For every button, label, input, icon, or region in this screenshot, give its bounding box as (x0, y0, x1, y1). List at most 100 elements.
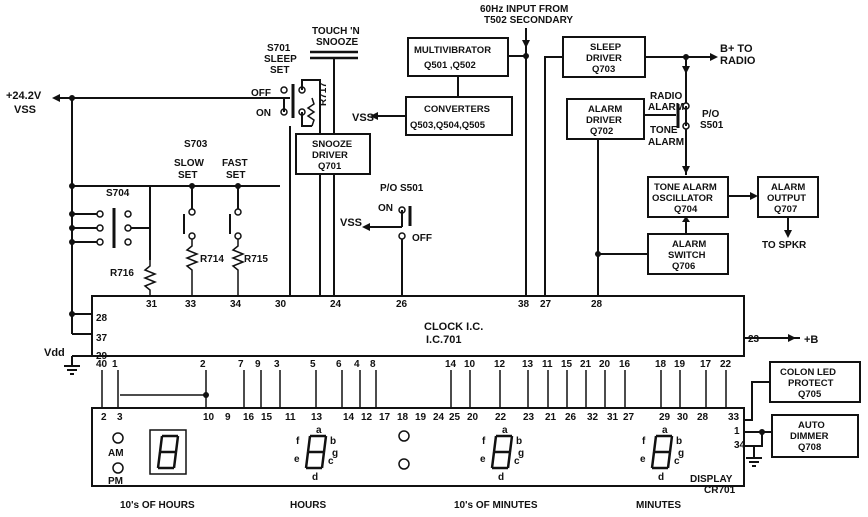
segment-label-d: d (498, 472, 504, 483)
ic-bottom-pin-19: 19 (674, 359, 686, 370)
caption-hours: HOURS (290, 500, 326, 511)
segment-c (506, 451, 512, 469)
disp-pin-15: 15 (261, 412, 273, 423)
disp-pin-23: 23 (523, 412, 535, 423)
s704-name: S704 (106, 188, 130, 199)
tone-oscillator-block (647, 176, 729, 218)
segment-label-c: c (514, 456, 520, 467)
disp-pin-33: 33 (728, 412, 740, 423)
alarm-driver-l2: DRIVER (586, 115, 622, 126)
disp-pin-28: 28 (697, 412, 709, 423)
touch-l2: SNOOZE (316, 37, 359, 48)
input-label-1: 60Hz INPUT FROM (480, 4, 568, 15)
ic-top-pin-24: 24 (330, 299, 342, 310)
ic-bottom-pin-22: 22 (720, 359, 732, 370)
caption-minutes: MINUTES (636, 500, 681, 511)
auto-dimmer-l2: DIMMER (790, 431, 829, 442)
segment-label-a: a (662, 425, 668, 436)
am-led (112, 432, 124, 444)
r717-resistor (306, 97, 316, 127)
colon-l1: COLON LED (780, 367, 836, 378)
disp-pin-32: 32 (587, 412, 599, 423)
ic-top-pin-38: 38 (518, 299, 530, 310)
disp-pin-2: 2 (101, 412, 107, 423)
segment-label-e: e (640, 454, 646, 465)
disp-pin-12: 12 (361, 412, 373, 423)
disp-pin-30: 30 (677, 412, 689, 423)
s701-l2: SLEEP (264, 54, 297, 65)
segment-label-b: b (330, 436, 336, 447)
ic-bottom-pin-2: 2 (200, 359, 206, 370)
segment-c (320, 451, 326, 469)
radio-alarm-l1: RADIO (650, 91, 682, 102)
supply-name: VSS (14, 104, 36, 116)
segment-label-b: b (676, 436, 682, 447)
s703-name: S703 (184, 139, 208, 150)
s701-on: ON (256, 108, 271, 119)
alarm-switch-l3: Q706 (672, 261, 695, 272)
ic-bottom-pin-12: 12 (494, 359, 506, 370)
auto-dimmer-l1: AUTO (798, 420, 825, 431)
ic-bottom-pin-6: 6 (336, 359, 342, 370)
segment-b (174, 435, 180, 453)
s703-fast2: SET (226, 170, 245, 181)
alarm-switch-l1: ALARM (672, 239, 706, 250)
disp-pin-17: 17 (379, 412, 391, 423)
display-cr701 (91, 407, 745, 487)
sleep-driver-l3: Q703 (592, 64, 615, 75)
segment-label-f: f (482, 436, 486, 447)
arrow-60hz (522, 40, 530, 48)
ic-bottom-pin-13: 13 (522, 359, 534, 370)
r716-resistor (142, 260, 158, 296)
alarm-output-l1: ALARM (771, 182, 805, 193)
converters-block (405, 96, 513, 136)
alarm-switch-block (647, 233, 729, 275)
alarm-switch-l2: SWITCH (668, 250, 706, 261)
r717-label: R717 (318, 82, 329, 106)
disp-pin-26: 26 (565, 412, 577, 423)
display-l2: CR701 (704, 485, 736, 496)
disp-pin-11: 11 (285, 412, 296, 423)
snooze-l1: SNOOZE (312, 139, 352, 150)
disp-pin-29: 29 (659, 412, 671, 423)
ic-bottom-pin-14: 14 (445, 359, 457, 370)
auto-dimmer-l3: Q708 (798, 442, 821, 453)
segment-label-g: g (678, 448, 684, 459)
ic-pin-23: 23 (748, 334, 760, 345)
ps501-top-l1: P/O (702, 109, 719, 120)
bplus-out: +B (804, 334, 818, 346)
segment-label-a: a (502, 425, 508, 436)
r715-label: R715 (244, 254, 268, 265)
ic-top-pin-28: 28 (591, 299, 603, 310)
ps501-mid-vss: VSS (340, 217, 362, 229)
tens-hours-digit (149, 429, 187, 475)
segment-f (306, 435, 312, 453)
disp-pin-19: 19 (415, 412, 427, 423)
supply-voltage: +24.2V (6, 90, 42, 102)
segment-label-c: c (328, 456, 334, 467)
segment-label-f: f (642, 436, 646, 447)
segment-c (172, 451, 178, 469)
input-label-2: T502 SECONDARY (484, 15, 573, 26)
ic-bottom-pin-5: 5 (310, 359, 316, 370)
tone-osc-l1: TONE ALARM (654, 182, 717, 193)
sleep-driver-l2: DRIVER (586, 53, 622, 64)
disp-pin-24: 24 (433, 412, 445, 423)
colon-l3: Q705 (798, 389, 822, 400)
disp-pin-9: 9 (225, 412, 231, 423)
pm-led (112, 462, 124, 474)
sleep-driver-block (562, 36, 646, 78)
segment-c (666, 451, 672, 469)
ic-bottom-pin-10: 10 (464, 359, 476, 370)
tone-alarm-l1: TONE (650, 125, 678, 136)
segment-e (650, 451, 656, 469)
ic-left-pin-28: 28 (96, 313, 108, 324)
segment-label-b: b (516, 436, 522, 447)
s703-slow1: SLOW (174, 158, 205, 169)
vdd-label: Vdd (44, 347, 65, 359)
s701-name: S701 (267, 43, 291, 54)
clock-ic-l2: I.C.701 (426, 334, 461, 346)
disp-pin-20: 20 (467, 412, 479, 423)
disp-pin-22: 22 (495, 412, 507, 423)
tone-osc-l3: Q704 (674, 204, 698, 215)
